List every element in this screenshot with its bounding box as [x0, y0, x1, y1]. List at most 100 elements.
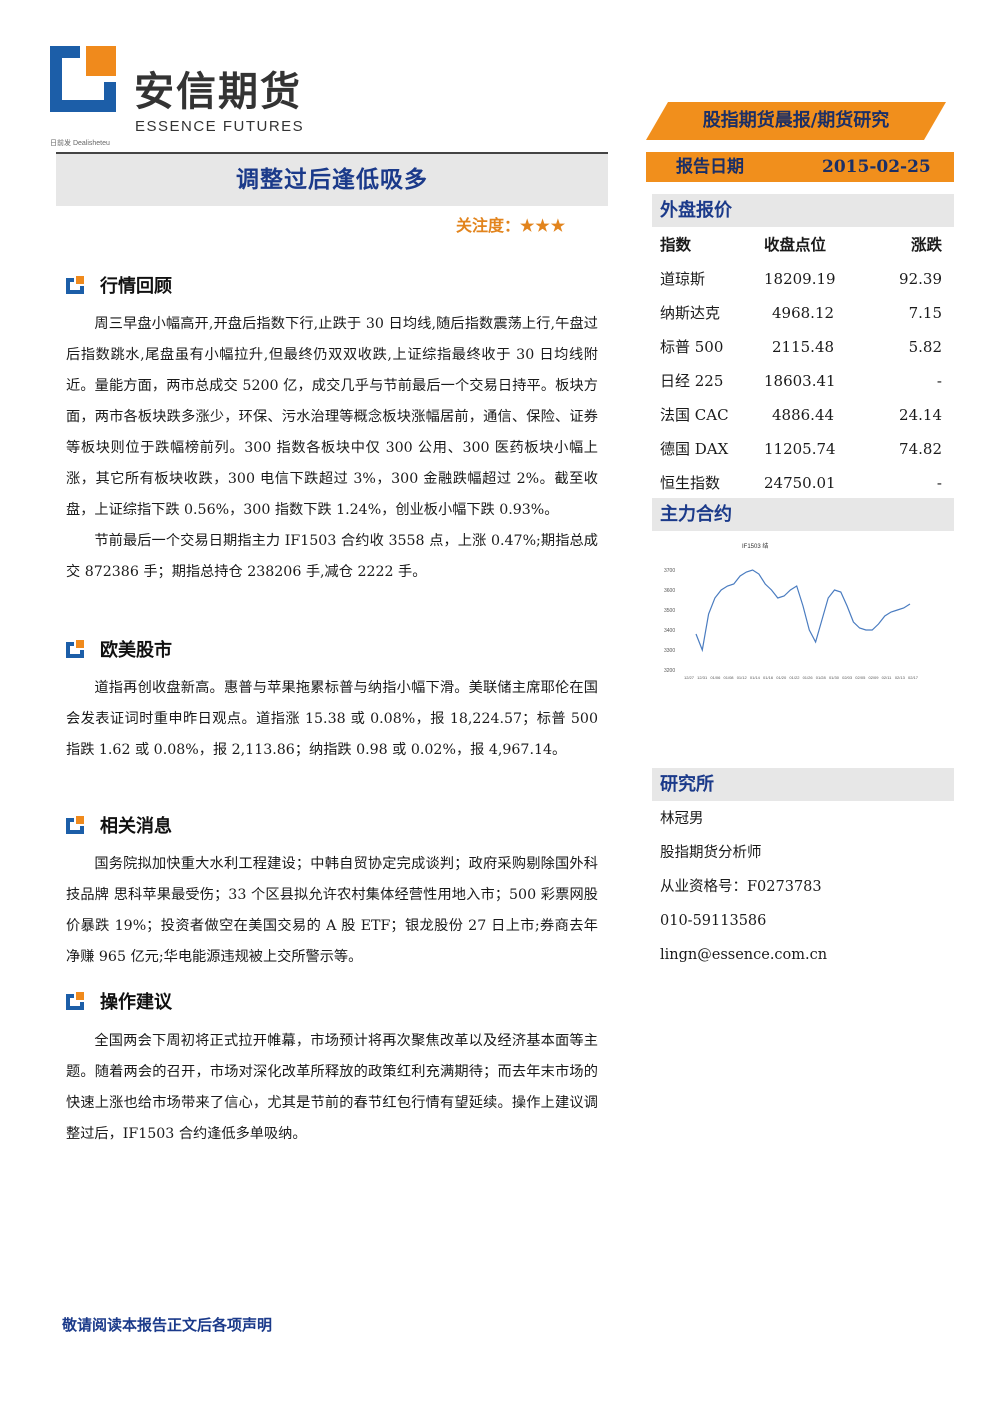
header-change: 涨跌 — [910, 235, 942, 254]
cell-index: 日经 225 — [660, 372, 724, 390]
x-tick-label: 01/12 — [737, 675, 748, 680]
table-row: 法国 CAC 4886.44 24.14 — [660, 398, 942, 432]
cell-close: 18603.41 — [764, 372, 836, 390]
x-tick-label: 12/31 — [697, 675, 708, 680]
x-tick-label: 01/30 — [829, 675, 840, 680]
section-bullet-icon — [66, 276, 84, 294]
y-tick-label: 3400 — [664, 628, 675, 634]
section-heading-related-news: 相关消息 — [66, 812, 172, 838]
attention-rating: 关注度：★★★ — [456, 212, 566, 236]
chart-title: IF1503 结 — [742, 542, 768, 550]
cell-index: 法国 CAC — [660, 406, 729, 424]
cell-close: 4968.12 — [772, 304, 835, 322]
cell-change: 92.39 — [899, 270, 942, 288]
star-rating-icon: ★★★ — [520, 216, 567, 235]
disclaimer-footer: 敬请阅读本报告正文后各项声明 — [62, 1316, 273, 1334]
analyst-info: 林冠男 股指期货分析师 从业资格号：F0273783 010-59113586 … — [660, 802, 827, 972]
analyst-phone: 010-59113586 — [660, 913, 767, 929]
table-row: 标普 500 2115.48 5.82 — [660, 330, 942, 364]
table-row: 纳斯达克 4968.12 7.15 — [660, 296, 942, 330]
analyst-name: 林冠男 — [660, 811, 704, 827]
cell-close: 2115.48 — [772, 338, 835, 356]
attention-label: 关注度： — [456, 216, 521, 235]
company-name-en: ESSENCE FUTURES — [135, 118, 305, 135]
quotes-table: 指数 收盘点位 涨跌 道琼斯 18209.19 92.39 纳斯达克 4968.… — [660, 228, 942, 500]
section-body-us-eu-markets: 道指再创收盘新高。惠普与苹果拖累标普与纳指小幅下滑。美联储主席耶伦在国会发表证词… — [66, 673, 598, 766]
x-tick-label: 12/27 — [684, 675, 695, 680]
main-contract-header-box — [652, 498, 954, 531]
analyst-license: 从业资格号：F0273783 — [660, 879, 822, 895]
series-line — [695, 569, 911, 653]
company-small-text: 日前发 Dealisheteu — [50, 140, 110, 147]
title-rule — [56, 152, 608, 154]
section-title: 操作建议 — [100, 992, 172, 1013]
cell-index: 纳斯达克 — [660, 304, 721, 322]
analyst-email[interactable]: lingn@essence.com.cn — [660, 947, 828, 963]
cell-index: 德国 DAX — [660, 440, 729, 458]
x-tick-label: 01/16 — [763, 675, 774, 680]
x-tick-label: 01/26 — [803, 675, 814, 680]
research-title: 研究所 — [660, 774, 714, 795]
x-tick-label: 01/28 — [816, 675, 827, 680]
y-tick-label: 3600 — [664, 588, 675, 594]
cell-index: 恒生指数 — [660, 474, 721, 492]
table-row: 恒生指数 24750.01 - — [660, 466, 942, 500]
report-date-label: 报告日期 — [676, 157, 744, 177]
section-body-market-review: 周三早盘小幅高开,开盘后指数下行,止跌于 30 日均线,随后指数震荡上行,午盘过… — [66, 309, 598, 588]
paragraph: 国务院拟加快重大水利工程建设；中韩自贸协定完成谈判；政府采购剔除国外科技品牌 思… — [66, 856, 598, 965]
section-title: 行情回顾 — [100, 276, 172, 297]
cell-close: 18209.19 — [764, 270, 836, 288]
x-tick-label: 02/03 — [842, 675, 853, 680]
table-row: 日经 225 18603.41 - — [660, 364, 942, 398]
report-type-banner — [646, 102, 946, 140]
section-bullet-icon — [66, 640, 84, 658]
cell-close: 24750.01 — [764, 474, 836, 492]
paragraph: 道指再创收盘新高。惠普与苹果拖累标普与纳指小幅下滑。美联储主席耶伦在国会发表证词… — [66, 680, 598, 758]
cell-change: 7.15 — [908, 304, 942, 322]
paragraph: 全国两会下周初将正式拉开帷幕，市场预计将再次聚焦改革以及经济基本面等主题。随着两… — [66, 1033, 598, 1142]
analyst-role: 股指期货分析师 — [660, 845, 762, 861]
essence-logo-icon — [50, 46, 116, 112]
section-title: 欧美股市 — [100, 640, 172, 661]
paragraph: 周三早盘小幅高开,开盘后指数下行,止跌于 30 日均线,随后指数震荡上行,午盘过… — [66, 316, 598, 518]
paragraph: 节前最后一个交易日期指主力 IF1503 合约收 3558 点，上涨 0.47%… — [66, 533, 598, 580]
cell-change: - — [936, 372, 942, 390]
x-tick-label: 01/06 — [710, 675, 721, 680]
y-tick-label: 3700 — [664, 568, 675, 574]
x-tick-label: 02/09 — [868, 675, 879, 680]
cell-close: 4886.44 — [772, 406, 835, 424]
header-close: 收盘点位 — [764, 235, 827, 254]
report-type-text: 股指期货晨报/期货研究 — [702, 110, 890, 131]
research-header-box — [652, 768, 954, 801]
x-tick-label: 01/20 — [776, 675, 787, 680]
y-tick-label: 3500 — [664, 608, 675, 614]
report-date-bar — [646, 152, 954, 182]
section-heading-suggestion: 操作建议 — [66, 988, 172, 1014]
cell-change: 24.14 — [899, 406, 942, 424]
quotes-title: 外盘报价 — [660, 200, 732, 221]
company-name-cn: 安信期货 — [134, 69, 302, 115]
main-contract-title: 主力合约 — [660, 504, 732, 525]
quotes-table-header: 指数 收盘点位 涨跌 — [660, 228, 942, 262]
cell-change: 5.82 — [908, 338, 942, 356]
x-tick-label: 02/13 — [895, 675, 906, 680]
section-heading-us-eu-markets: 欧美股市 — [66, 636, 172, 662]
table-row: 道琼斯 18209.19 92.39 — [660, 262, 942, 296]
y-tick-label: 3200 — [664, 668, 675, 674]
cell-index: 道琼斯 — [660, 270, 706, 288]
quotes-header-box — [652, 194, 954, 227]
header-index: 指数 — [660, 235, 692, 254]
y-tick-label: 3300 — [664, 648, 675, 654]
report-date-value: 2015-02-25 — [822, 157, 931, 177]
section-title: 相关消息 — [100, 816, 172, 837]
cell-change: - — [936, 474, 942, 492]
table-row: 德国 DAX 11205.74 74.82 — [660, 432, 942, 466]
x-tick-label: 02/05 — [855, 675, 866, 680]
x-tick-label: 01/22 — [789, 675, 800, 680]
x-tick-label: 01/14 — [750, 675, 761, 680]
section-bullet-icon — [66, 816, 84, 834]
section-heading-market-review: 行情回顾 — [66, 272, 172, 298]
cell-index: 标普 500 — [660, 338, 724, 356]
section-body-related-news: 国务院拟加快重大水利工程建设；中韩自贸协定完成谈判；政府采购剔除国外科技品牌 思… — [66, 849, 598, 973]
